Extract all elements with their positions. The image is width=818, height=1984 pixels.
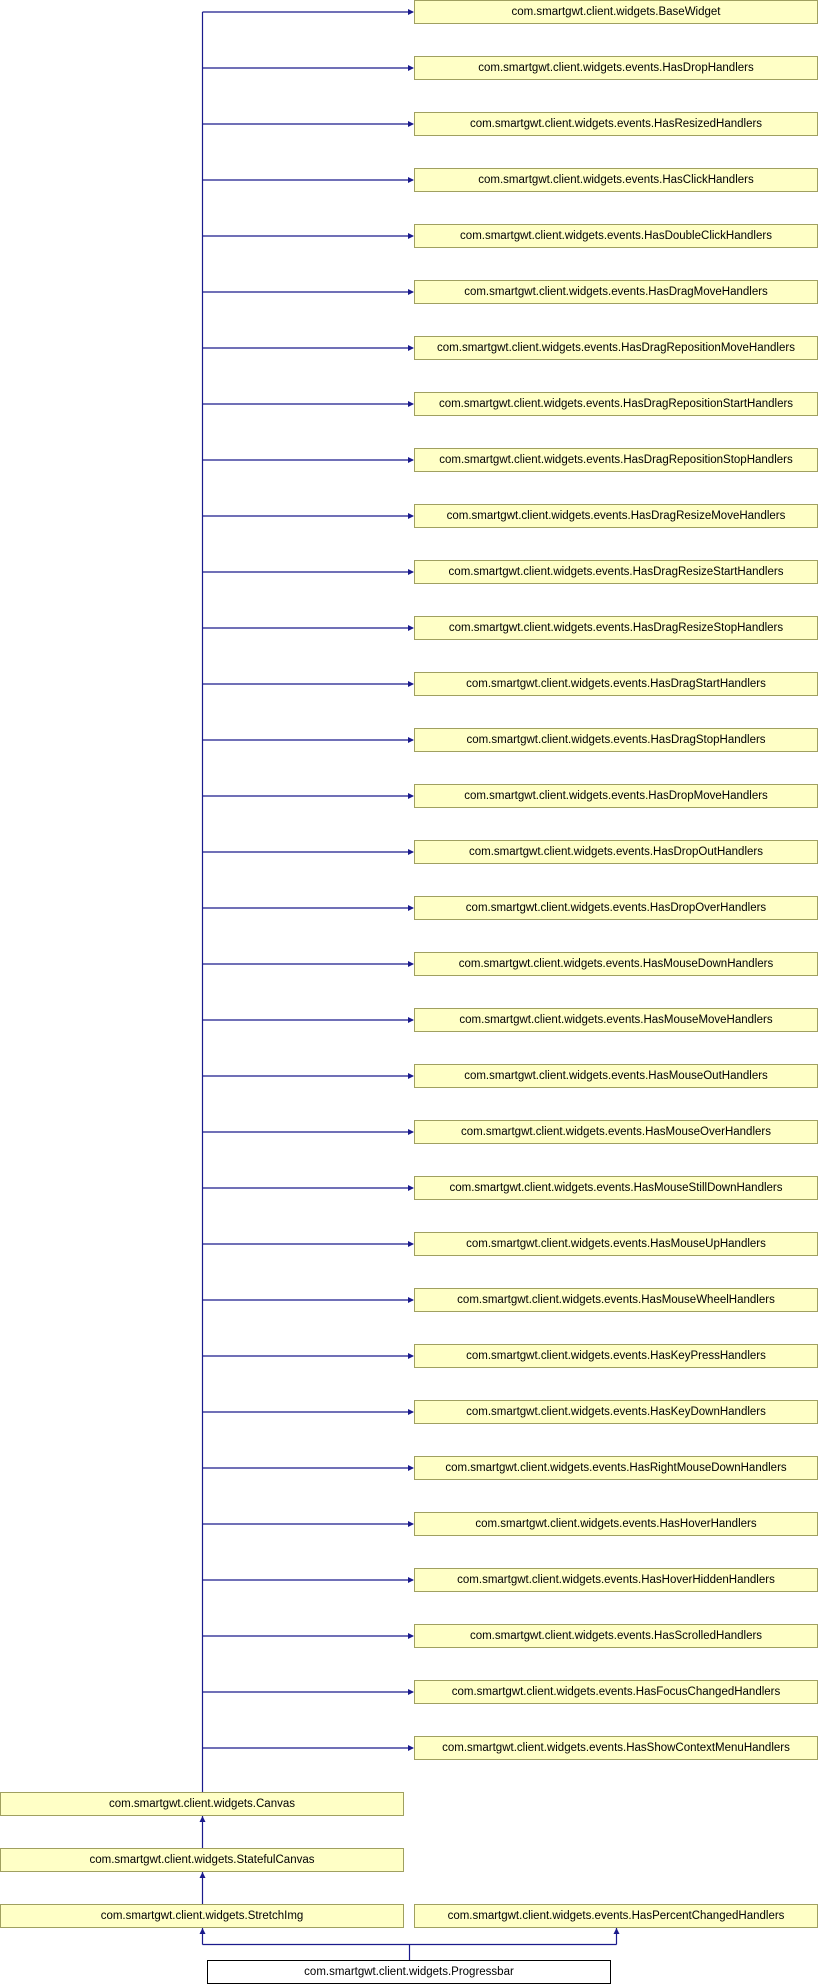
arrowhead-icon [199,1816,206,1822]
interface-node-hasdragresizestophandlers[interactable]: com.smartgwt.client.widgets.events.HasDr… [414,616,818,640]
interface-node-haskeydownhandlers[interactable]: com.smartgwt.client.widgets.events.HasKe… [414,1400,818,1424]
class-label: com.smartgwt.client.widgets.events.HasMo… [449,1182,783,1194]
class-label: com.smartgwt.client.widgets.events.HasDr… [438,398,794,410]
class-label: com.smartgwt.client.widgets.events.HasDr… [468,846,763,858]
interface-node-hasdropmovehandlers[interactable]: com.smartgwt.client.widgets.events.HasDr… [414,784,818,808]
interface-node-hasdragrepositionstophandlers[interactable]: com.smartgwt.client.widgets.events.HasDr… [414,448,818,472]
class-label: com.smartgwt.client.widgets.events.HasHo… [475,1518,757,1530]
class-label: com.smartgwt.client.widgets.events.HasRe… [469,118,763,130]
interface-node-hasdropoverhandlers[interactable]: com.smartgwt.client.widgets.events.HasDr… [414,896,818,920]
class-label: com.smartgwt.client.widgets.events.HasPe… [447,1910,785,1922]
interface-node-hasdragstarthandlers[interactable]: com.smartgwt.client.widgets.events.HasDr… [414,672,818,696]
interface-node-hasmouseuphandlers[interactable]: com.smartgwt.client.widgets.events.HasMo… [414,1232,818,1256]
interface-node-hasdragresizemovehandlers[interactable]: com.smartgwt.client.widgets.events.HasDr… [414,504,818,528]
interface-node-hasdoubleclickhandlers[interactable]: com.smartgwt.client.widgets.events.HasDo… [414,224,818,248]
interface-node-hasdragmovehandlers[interactable]: com.smartgwt.client.widgets.events.HasDr… [414,280,818,304]
class-label: com.smartgwt.client.widgets.events.HasMo… [457,1294,775,1306]
class-label: com.smartgwt.client.widgets.events.HasDr… [465,902,767,914]
interface-node-hashoverhiddenhandlers[interactable]: com.smartgwt.client.widgets.events.HasHo… [414,1568,818,1592]
class-node-canvas[interactable]: com.smartgwt.client.widgets.Canvas [0,1792,404,1816]
class-label: com.smartgwt.client.widgets.BaseWidget [511,6,721,18]
class-label: com.smartgwt.client.widgets.events.HasDr… [464,286,768,298]
interface-node-hasmousedownhandlers[interactable]: com.smartgwt.client.widgets.events.HasMo… [414,952,818,976]
class-label: com.smartgwt.client.widgets.events.HasDr… [448,622,784,634]
interface-node-hasresizedhandlers[interactable]: com.smartgwt.client.widgets.events.HasRe… [414,112,818,136]
arrowhead-icon [613,1928,620,1934]
class-label: com.smartgwt.client.widgets.events.HasMo… [461,1126,771,1138]
interface-node-hasshowcontextmenuhandlers[interactable]: com.smartgwt.client.widgets.events.HasSh… [414,1736,818,1760]
class-label: com.smartgwt.client.widgets.events.HasRi… [445,1462,787,1474]
class-label: com.smartgwt.client.widgets.events.HasDr… [464,790,768,802]
interface-node-basewidget[interactable]: com.smartgwt.client.widgets.BaseWidget [414,0,818,24]
interface-node-haspercentchangedhandlers[interactable]: com.smartgwt.client.widgets.events.HasPe… [414,1904,818,1928]
class-label: com.smartgwt.client.widgets.events.HasDr… [466,678,766,690]
focus-class-node-progressbar: com.smartgwt.client.widgets.Progressbar [207,1960,611,1984]
interface-node-hasmouseouthandlers[interactable]: com.smartgwt.client.widgets.events.HasMo… [414,1064,818,1088]
interface-node-hasdragrepositionstarthandlers[interactable]: com.smartgwt.client.widgets.events.HasDr… [414,392,818,416]
class-node-statefulcanvas[interactable]: com.smartgwt.client.widgets.StatefulCanv… [0,1848,404,1872]
class-label: com.smartgwt.client.widgets.events.HasSc… [469,1630,763,1642]
arrowhead-icon [199,1928,206,1934]
class-label: com.smartgwt.client.widgets.events.HasCl… [478,174,754,186]
interface-node-hasdrophandlers[interactable]: com.smartgwt.client.widgets.events.HasDr… [414,56,818,80]
class-label: com.smartgwt.client.widgets.StatefulCanv… [89,1854,315,1866]
class-label: com.smartgwt.client.widgets.Canvas [109,1798,295,1810]
class-label: com.smartgwt.client.widgets.events.HasDr… [478,62,754,74]
arrowhead-icon [199,1872,206,1878]
interface-node-hasscrolledhandlers[interactable]: com.smartgwt.client.widgets.events.HasSc… [414,1624,818,1648]
class-label: com.smartgwt.client.widgets.events.HasDr… [439,454,793,466]
class-label: com.smartgwt.client.widgets.events.HasMo… [458,958,774,970]
class-label: com.smartgwt.client.widgets.events.HasDo… [460,230,772,242]
class-label: com.smartgwt.client.widgets.events.HasMo… [459,1014,773,1026]
interface-node-hasmouseoverhandlers[interactable]: com.smartgwt.client.widgets.events.HasMo… [414,1120,818,1144]
class-node-stretchimg[interactable]: com.smartgwt.client.widgets.StretchImg [0,1904,404,1928]
interface-node-hasdragstophandlers[interactable]: com.smartgwt.client.widgets.events.HasDr… [414,728,818,752]
interface-node-hasmousestilldownhandlers[interactable]: com.smartgwt.client.widgets.events.HasMo… [414,1176,818,1200]
class-label: com.smartgwt.client.widgets.events.HasSh… [442,1742,790,1754]
interface-node-hasmousewheelhandlers[interactable]: com.smartgwt.client.widgets.events.HasMo… [414,1288,818,1312]
interface-node-hashoverhandlers[interactable]: com.smartgwt.client.widgets.events.HasHo… [414,1512,818,1536]
interface-node-hasmousemovehandlers[interactable]: com.smartgwt.client.widgets.events.HasMo… [414,1008,818,1032]
class-label: com.smartgwt.client.widgets.Progressbar [304,1966,514,1978]
interface-node-haskeypresshandlers[interactable]: com.smartgwt.client.widgets.events.HasKe… [414,1344,818,1368]
class-label: com.smartgwt.client.widgets.events.HasHo… [457,1574,775,1586]
class-label: com.smartgwt.client.widgets.events.HasKe… [466,1406,766,1418]
class-label: com.smartgwt.client.widgets.StretchImg [100,1910,304,1922]
class-label: com.smartgwt.client.widgets.events.HasKe… [466,1350,766,1362]
class-label: com.smartgwt.client.widgets.events.HasFo… [451,1686,781,1698]
class-label: com.smartgwt.client.widgets.events.HasMo… [464,1070,768,1082]
interface-node-hasfocuschangedhandlers[interactable]: com.smartgwt.client.widgets.events.HasFo… [414,1680,818,1704]
interface-node-hasdragrepositionmovehandlers[interactable]: com.smartgwt.client.widgets.events.HasDr… [414,336,818,360]
class-label: com.smartgwt.client.widgets.events.HasDr… [446,510,786,522]
class-label: com.smartgwt.client.widgets.events.HasDr… [437,342,795,354]
interface-node-hasdropouthandlers[interactable]: com.smartgwt.client.widgets.events.HasDr… [414,840,818,864]
class-label: com.smartgwt.client.widgets.events.HasMo… [466,1238,766,1250]
interface-node-hasclickhandlers[interactable]: com.smartgwt.client.widgets.events.HasCl… [414,168,818,192]
interface-node-hasdragresizestarthandlers[interactable]: com.smartgwt.client.widgets.events.HasDr… [414,560,818,584]
class-label: com.smartgwt.client.widgets.events.HasDr… [466,734,766,746]
class-label: com.smartgwt.client.widgets.events.HasDr… [448,566,784,578]
interface-node-hasrightmousedownhandlers[interactable]: com.smartgwt.client.widgets.events.HasRi… [414,1456,818,1480]
